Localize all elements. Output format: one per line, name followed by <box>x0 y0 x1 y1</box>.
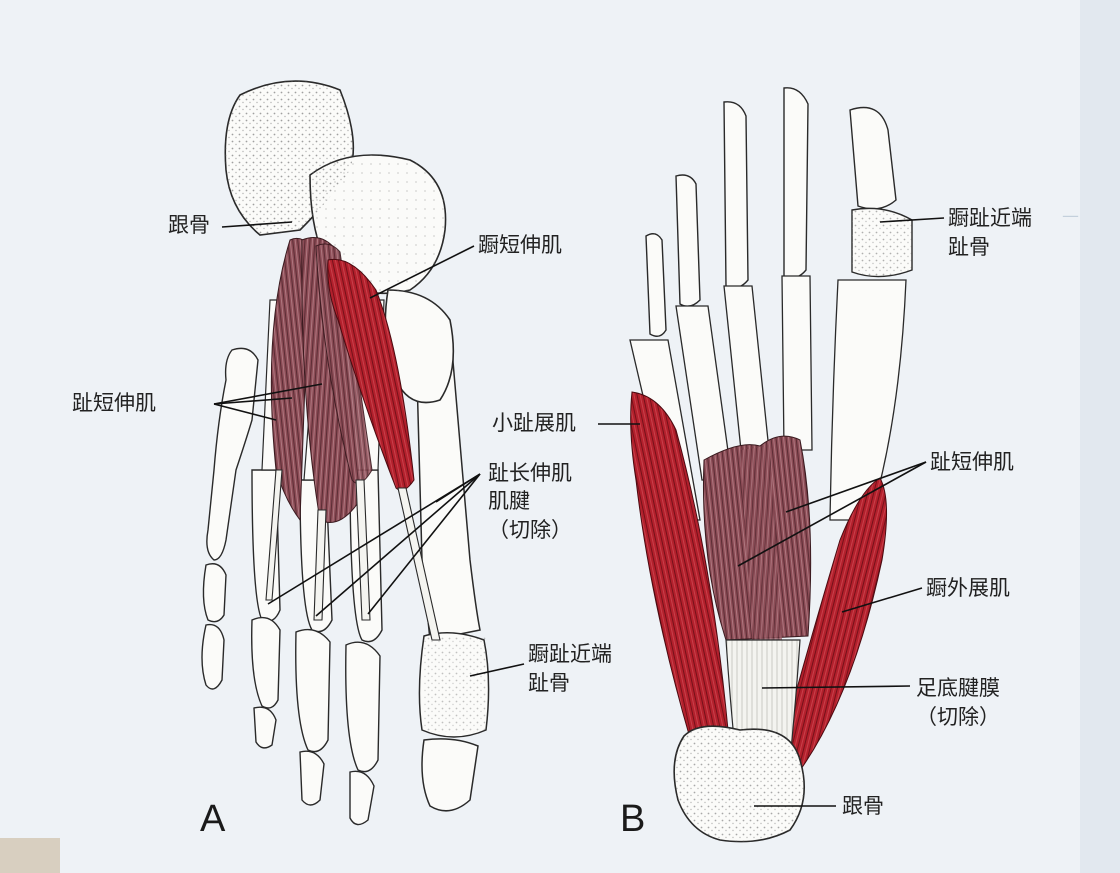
b-label-fdb: 趾短伸肌 <box>930 450 1014 474</box>
a-edb-belly-3 <box>315 243 373 484</box>
b-fdb-center <box>740 446 782 640</box>
panel-a-leaders <box>213 221 525 677</box>
b-label-fascia-line2: （切除） <box>916 705 1000 729</box>
b-label-prox-phalanx-line2: 趾骨 <box>948 235 990 259</box>
a-lesser-toes <box>251 469 383 826</box>
a-label-edl-tendon-line1: 趾长伸肌 <box>488 461 572 485</box>
a-little-toe <box>201 347 259 690</box>
b-label-ah: 蹰外展肌 <box>926 576 1010 600</box>
panel-a-foot <box>201 80 490 826</box>
b-label-fascia-line1: 足底腱膜 <box>916 676 1000 700</box>
corner-thumbnail <box>0 838 60 873</box>
b-calcaneus-shade <box>674 726 805 842</box>
panel-a-letter: A <box>200 798 226 840</box>
panel-b-foot <box>629 87 913 843</box>
a-big-toe <box>415 335 490 812</box>
a-label-calcaneus: 跟骨 <box>168 213 210 237</box>
page-edge <box>1080 0 1120 873</box>
a-label-ehb: 蹰短伸肌 <box>478 233 562 257</box>
a-label-edl-tendon-line3: （切除） <box>488 518 572 542</box>
panel-b-letter: B <box>620 798 646 840</box>
b-label-calcaneus: 跟骨 <box>842 794 884 818</box>
a-label-prox-phalanx-line1: 蹰趾近端 <box>528 642 612 666</box>
a-tendons <box>265 469 441 641</box>
b-label-adm: 小趾展肌 <box>492 411 576 435</box>
b-label-prox-phalanx-line1: 蹰趾近端 <box>948 206 1032 230</box>
bg-bleed-text: — <box>1062 206 1079 226</box>
b-prox-phalanx-shade <box>852 208 912 277</box>
a-label-prox-phalanx-line2: 趾骨 <box>528 671 570 695</box>
panel-b-leaders <box>598 217 945 807</box>
a-label-edl-tendon-line2: 肌腱 <box>488 489 530 513</box>
a-phalanx-shade <box>424 636 486 732</box>
a-talus-shade <box>310 155 446 294</box>
a-label-edb: 趾短伸肌 <box>72 391 156 415</box>
